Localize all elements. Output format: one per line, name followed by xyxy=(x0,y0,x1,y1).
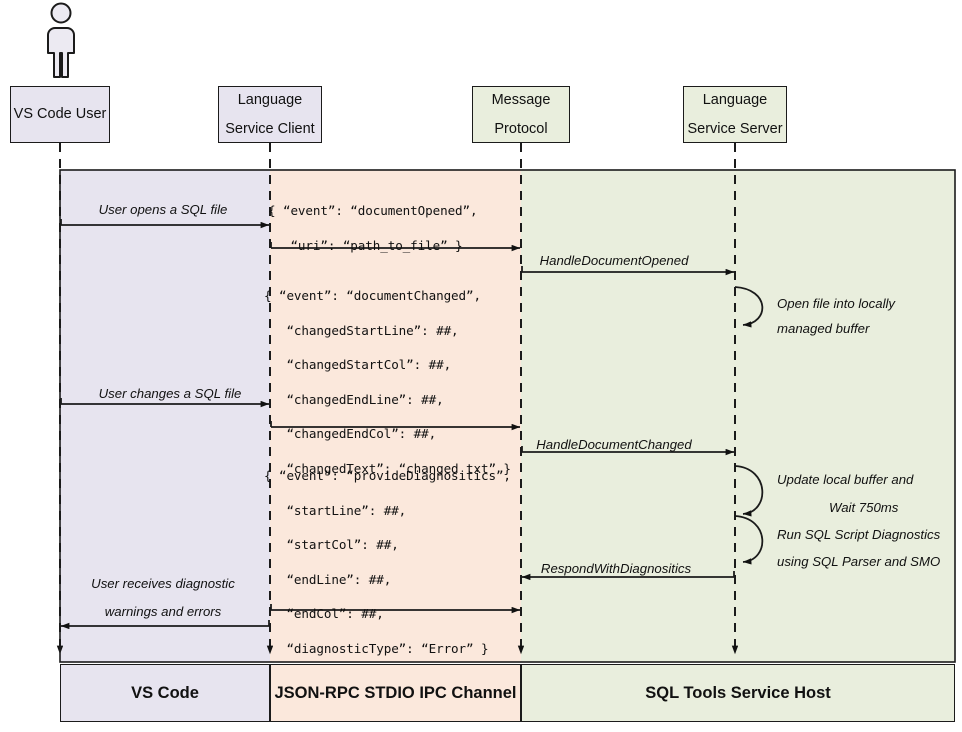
json-document-opened-line2: “uri”: “path_to_file” } xyxy=(268,237,463,253)
participant-label-line2: Service Client xyxy=(225,120,315,137)
msg-user-receives-label-line1: User receives diagnostic xyxy=(91,576,235,591)
json-provide-diagnostics-line4: “endLine”: ##, xyxy=(264,571,392,587)
json-provide-diagnostics-line3: “startCol”: ##, xyxy=(264,537,399,552)
footer-label: JSON-RPC STDIO IPC Channel xyxy=(274,683,517,702)
self-loop-update-buffer-note-line2: Wait 750ms xyxy=(829,500,899,515)
participant-label: Language xyxy=(237,92,303,109)
participant-label: VS Code User xyxy=(13,106,107,123)
self-loop-run-diagnostics-note-line1: Run SQL Script Diagnostics xyxy=(777,527,941,542)
footer-vscode[interactable]: VS Code xyxy=(60,664,270,722)
msg-handle-document-changed-label: HandleDocumentChanged xyxy=(536,437,692,452)
json-document-changed-line4: “changedEndLine”: ##, xyxy=(264,391,444,407)
participant-label: Language xyxy=(702,92,768,109)
band-service xyxy=(521,170,955,662)
person-icon xyxy=(47,2,75,78)
footer-ipc[interactable]: JSON-RPC STDIO IPC Channel xyxy=(270,664,521,722)
msg-handle-document-opened-label: HandleDocumentOpened xyxy=(539,253,689,268)
json-document-changed-line2: “changedStartLine”: ##, xyxy=(264,322,459,338)
participant-label-line2: Protocol xyxy=(494,120,548,137)
footer-label: VS Code xyxy=(131,683,199,702)
msg-user-opens-label: User opens a SQL file xyxy=(98,202,228,217)
json-provide-diagnostics-line5: “endCol”: ##, xyxy=(264,606,384,621)
json-document-changed-line5: “changedEndCol”: ##, xyxy=(264,426,437,441)
participant-label-line2: Service Server xyxy=(687,120,783,137)
self-loop-update-buffer-note-line1: Update local buffer and xyxy=(777,472,914,487)
json-document-opened-line1: { “event”: “documentOpened”, xyxy=(268,203,478,218)
footer-service[interactable]: SQL Tools Service Host xyxy=(521,664,955,722)
self-loop-run-diagnostics-note-line2: using SQL Parser and SMO xyxy=(777,554,941,569)
footer-label: SQL Tools Service Host xyxy=(645,683,831,702)
json-document-changed-line3: “changedStartCol”: ##, xyxy=(264,357,452,372)
actor-vs-code-user xyxy=(38,2,84,78)
msg-user-changes-label: User changes a SQL file xyxy=(98,386,242,401)
json-provide-diagnostics-line1: { “event”: “provideDiagnositics”, xyxy=(264,468,511,483)
json-document-changed-line1: { “event”: “documentChanged”, xyxy=(264,288,481,303)
json-document-changed-line6: “changedText”: “changed txt” } xyxy=(264,460,511,476)
self-loop-open-file-note-line2: managed buffer xyxy=(777,321,870,336)
json-provide-diagnostics-line6: “diagnosticType”: “Error” } xyxy=(264,640,489,656)
participant-label: Message xyxy=(491,92,551,109)
msg-user-receives-label-line2: warnings and errors xyxy=(104,604,222,619)
msg-respond-with-diagnostics-label: RespondWithDiagnositics xyxy=(540,561,692,576)
json-provide-diagnostics-line2: “startLine”: ##, xyxy=(264,502,407,518)
participant-vscode-user[interactable]: VS Code User xyxy=(10,86,110,143)
self-loop-open-file-note-line1: Open file into locally xyxy=(777,296,896,311)
